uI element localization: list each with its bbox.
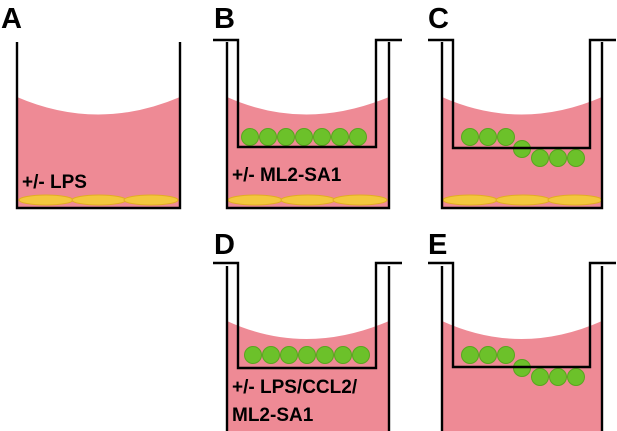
monolayer-cell (547, 194, 603, 206)
insert-e (428, 261, 616, 369)
insert-cells-b (241, 128, 367, 146)
panel-c: C (428, 3, 616, 210)
insert-c (428, 38, 616, 150)
monolayer-cell (332, 194, 388, 206)
insert-cells-d (244, 346, 370, 364)
well-b (213, 38, 402, 210)
medium-a (17, 97, 180, 208)
panel-letter-e: E (428, 229, 447, 261)
insert-cell (262, 346, 280, 364)
insert-cell (497, 128, 515, 146)
insert-d (213, 261, 402, 370)
insert-cell (479, 128, 497, 146)
medium-b (227, 97, 389, 208)
panel-b: B +/- ML2-SA1 (213, 3, 402, 210)
monolayer-b (227, 194, 388, 206)
well-d (213, 261, 402, 431)
insert-cell (241, 128, 259, 146)
monolayer-cell (18, 194, 74, 206)
panel-letter-b: B (214, 3, 235, 35)
monolayer-cell (442, 194, 498, 206)
panel-a: A +/- LPS (1, 3, 182, 210)
panel-letter-a: A (1, 3, 22, 35)
condition-label-d-line1: +/- LPS/CCL2/ (232, 377, 358, 398)
monolayer-cell (227, 194, 283, 206)
insert-cell (280, 346, 298, 364)
insert-cell (334, 346, 352, 364)
migrated-cell (549, 149, 567, 167)
insert-cell (352, 346, 370, 364)
insert-cell (497, 346, 515, 364)
migrated-cell (567, 149, 585, 167)
monolayer-cell (123, 194, 179, 206)
monolayer-cell (495, 194, 551, 206)
panel-d: D +/- LPS/CCL2/ ML2-SA1 (213, 229, 402, 431)
panel-letter-d: D (214, 229, 235, 261)
well-wall-c (440, 42, 604, 210)
insert-cell (259, 128, 277, 146)
well-e (428, 261, 616, 431)
condition-label-a: +/- LPS (22, 172, 87, 193)
well-wall-e (440, 266, 604, 431)
insert-cell (461, 346, 479, 364)
migrated-cell (567, 368, 585, 386)
insert-cell (331, 128, 349, 146)
monolayer-cell (71, 194, 127, 206)
well-a (15, 42, 182, 210)
insert-cell (461, 128, 479, 146)
well-wall-d (225, 266, 391, 431)
insert-cell (316, 346, 334, 364)
insert-cell (298, 346, 316, 364)
insert-cell (479, 346, 497, 364)
condition-label-d-line2: ML2-SA1 (232, 405, 314, 426)
monolayer-cell (280, 194, 336, 206)
monolayer-c (442, 194, 603, 206)
well-wall-a (15, 42, 182, 210)
migrated-cell (531, 149, 549, 167)
insert-cells-e (461, 346, 585, 386)
panel-letter-c: C (428, 3, 449, 35)
well-wall-b (225, 42, 391, 210)
condition-label-b: +/- ML2-SA1 (232, 165, 342, 186)
monolayer-a (18, 194, 179, 206)
insert-cell (349, 128, 367, 146)
insert-b (213, 38, 402, 149)
migrated-cell (549, 368, 567, 386)
migrated-cell (531, 368, 549, 386)
insert-cell (295, 128, 313, 146)
insert-cell (313, 128, 331, 146)
panel-e: E (428, 229, 616, 431)
well-c (428, 38, 616, 210)
insert-cell (244, 346, 262, 364)
insert-cell (277, 128, 295, 146)
